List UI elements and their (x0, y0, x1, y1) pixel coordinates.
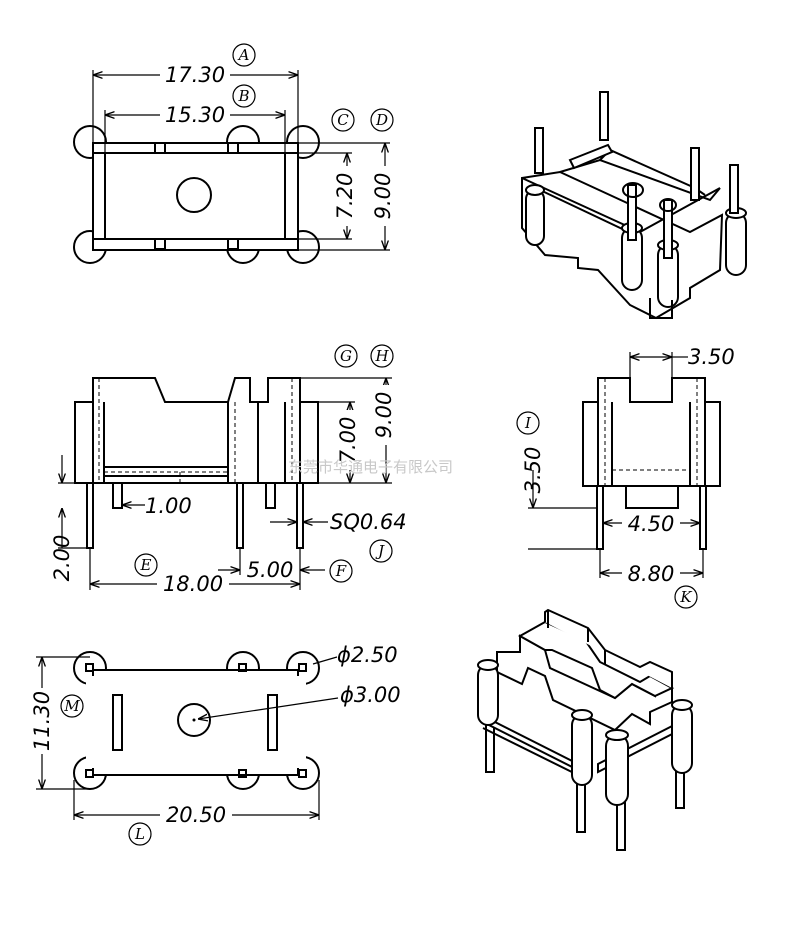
dim-l-value: 20.50 (166, 803, 226, 827)
dim-d-value: 9.00 (371, 173, 395, 220)
dim-k-value: 8.80 (628, 562, 675, 586)
label-j: J (375, 542, 385, 560)
dim-pin-width: 1.00 (145, 494, 192, 518)
label-k: K (679, 588, 692, 606)
dim-slot-width: 3.50 (688, 345, 735, 369)
dim-i-value: 3.50 (521, 447, 545, 494)
dim-h-value: 9.00 (372, 392, 396, 439)
dim-pin-square: SQ0.64 (330, 510, 407, 534)
dim-f-value: 5.00 (247, 558, 294, 582)
dim-b-value: 15.30 (165, 103, 225, 127)
side-view: 3.50 3.50 I 4.50 8.80 K (516, 345, 735, 609)
isometric-view-bottom (477, 608, 693, 851)
label-h: H (374, 347, 389, 365)
label-m: M (63, 697, 80, 715)
watermark-text: 东莞市华通电子有限公司 (288, 458, 453, 476)
dim-e-value: 18.00 (163, 572, 223, 596)
dim-m-value: 11.30 (30, 691, 54, 751)
dim-a-value: 17.30 (165, 63, 225, 87)
dim-pin-length: 2.00 (50, 535, 74, 582)
label-b: B (237, 87, 249, 105)
top-view: 17.30 A 15.30 B 7.20 C 9.00 D (73, 43, 395, 264)
dim-inner-width: 4.50 (628, 512, 675, 536)
label-l: L (134, 825, 145, 843)
label-g: G (340, 347, 352, 365)
dim-c-value: 7.20 (333, 173, 357, 220)
label-c: C (337, 111, 349, 129)
isometric-view-top (521, 91, 747, 320)
label-d: D (375, 111, 388, 129)
label-i: I (524, 414, 532, 432)
dim-hole-small: ϕ2.50 (337, 643, 398, 667)
dim-hole-center: ϕ3.00 (340, 683, 401, 707)
label-e: E (140, 556, 152, 574)
label-f: F (335, 562, 347, 580)
front-view: 7.00 9.00 G H 1.00 2.00 18.00 E 5 (50, 344, 407, 596)
label-a: A (237, 46, 250, 64)
dim-g-value: 7.00 (336, 417, 360, 464)
bottom-view: ϕ2.50 ϕ3.00 11.30 M 20.50 L (29, 643, 401, 846)
